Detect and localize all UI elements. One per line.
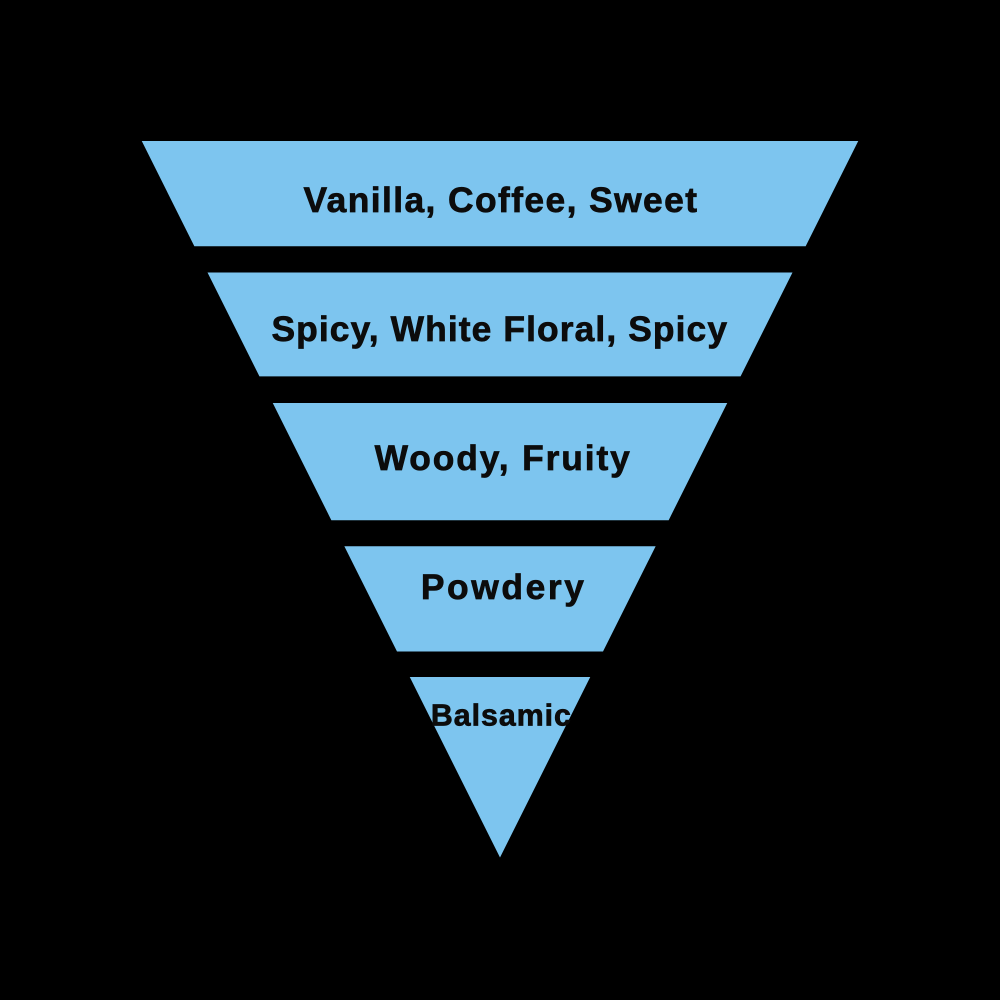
svg-text:Balsamic: Balsamic: [431, 699, 572, 732]
svg-text:Powdery: Powdery: [421, 567, 587, 607]
svg-text:Spicy, White Floral, Spicy: Spicy, White Floral, Spicy: [271, 309, 728, 349]
svg-text:Woody, Fruity: Woody, Fruity: [375, 438, 632, 478]
svg-text:Vanilla, Coffee, Sweet: Vanilla, Coffee, Sweet: [304, 180, 699, 220]
